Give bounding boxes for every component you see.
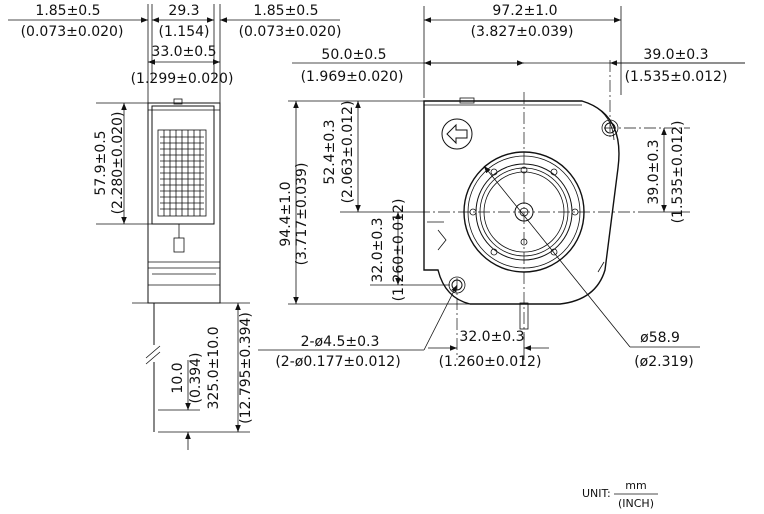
side-total-inch-label: (1.299±0.020) — [131, 71, 234, 87]
side-connector — [173, 237, 185, 253]
impeller-diameter-inch-label: (ø2.319) — [634, 354, 694, 370]
side-right-gap-inch-label: (0.073±0.020) — [239, 24, 342, 40]
lead-wires — [145, 303, 161, 432]
hole-vertical-inch-label: (1.260±0.012) — [391, 199, 407, 302]
side-left-gap-inch-label: (0.073±0.020) — [21, 24, 124, 40]
lead-length-inch-label: (12.795±0.394) — [238, 312, 254, 424]
lead-length-label: 325.0±10.0 — [206, 327, 222, 410]
side-width-inch-label: (1.154) — [158, 24, 209, 40]
lead-strip-label: 10.0 — [170, 362, 186, 393]
right-offset-inch-label: (1.535±0.012) — [625, 69, 728, 85]
side-fins — [160, 130, 204, 216]
overall-height-label: 94.4±1.0 — [278, 181, 294, 246]
hole-horizontal-label: 32.0±0.3 — [459, 329, 524, 345]
unit-numerator: mm — [625, 479, 646, 492]
hole-horizontal-inch-label: (1.260±0.012) — [439, 354, 542, 370]
side-left-gap-label: 1.85±0.5 — [35, 3, 100, 19]
right-vertical-inch-label: (1.535±0.012) — [670, 121, 686, 224]
inlet-center-height-label: 52.4±0.3 — [322, 119, 338, 184]
side-tab — [173, 98, 183, 105]
side-dimension-lines — [8, 4, 340, 450]
overall-width-inch-label: (3.827±0.039) — [471, 24, 574, 40]
front-view — [418, 60, 690, 360]
scroll-housing — [423, 100, 620, 305]
side-total-label: 33.0±0.5 — [151, 44, 216, 60]
unit-legend: UNIT: mm (INCH) — [582, 479, 658, 510]
side-height-inch-label: (2.280±0.020) — [110, 112, 126, 215]
right-vertical-label: 39.0±0.3 — [646, 139, 662, 204]
overall-height-inch-label: (3.717±0.039) — [294, 163, 310, 266]
impeller-diameter-label: ø58.9 — [640, 330, 680, 346]
rotation-arrow-icon — [441, 118, 473, 150]
hole-vertical-label: 32.0±0.3 — [370, 217, 386, 282]
inlet-center-height-inch-label: (2.063±0.012) — [340, 101, 356, 204]
unit-label: UNIT: — [582, 487, 611, 500]
outlet-offset-label: 50.0±0.5 — [321, 47, 386, 63]
right-offset-label: 39.0±0.3 — [643, 47, 708, 63]
side-labels: 1.85±0.5 (0.073±0.020) 29.3 (1.154) 1.85… — [21, 3, 342, 424]
unit-denominator: (INCH) — [618, 497, 654, 510]
side-right-gap-label: 1.85±0.5 — [253, 3, 318, 19]
top-tab — [459, 97, 475, 104]
holes-label: 2-ø4.5±0.3 — [301, 334, 380, 350]
outlet-offset-inch-label: (1.969±0.020) — [301, 69, 404, 85]
holes-inch-label: (2-ø0.177±0.012) — [275, 354, 400, 370]
overall-width-label: 97.2±1.0 — [492, 3, 557, 19]
lead-strip-inch-label: (0.394) — [188, 352, 204, 403]
side-height-label: 57.9±0.5 — [93, 130, 109, 195]
front-dimension-lines — [258, 6, 745, 360]
side-width-label: 29.3 — [168, 3, 199, 19]
side-motor-housing — [151, 105, 215, 225]
side-view — [145, 98, 221, 432]
front-labels: 97.2±1.0 (3.827±0.039) 50.0±0.5 (1.969±0… — [275, 3, 727, 370]
